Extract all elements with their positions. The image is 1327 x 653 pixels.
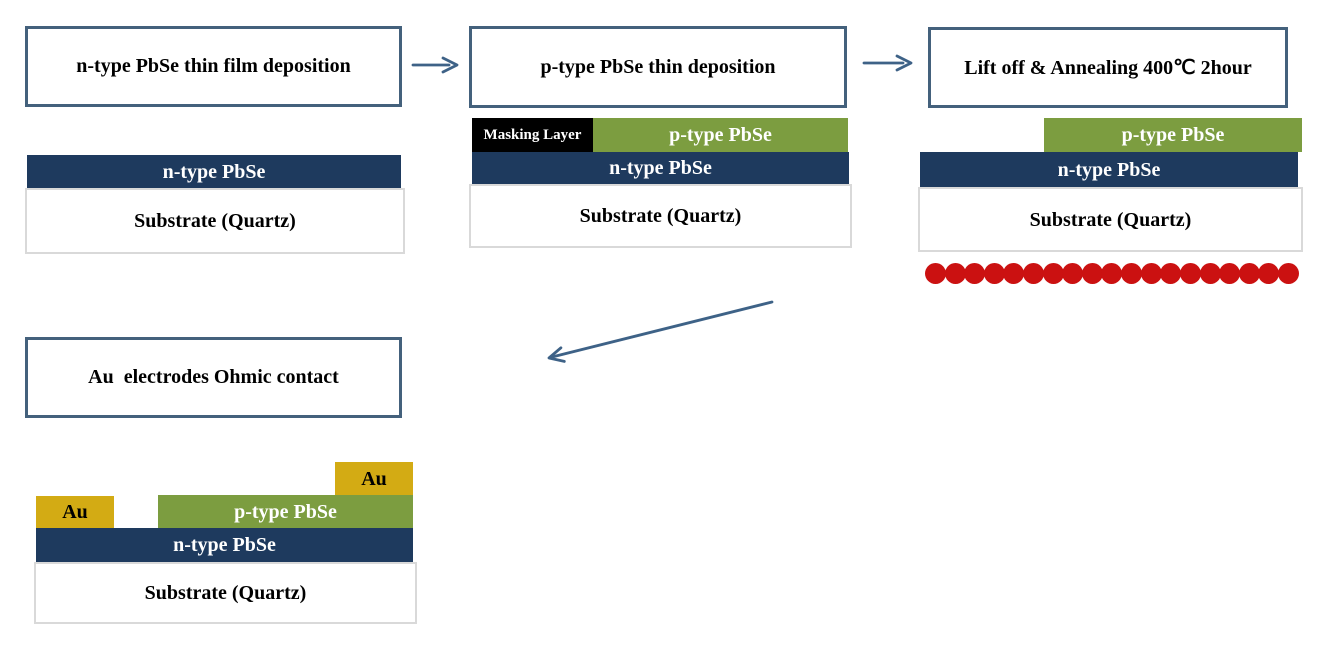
heat-dot [964,263,986,284]
heat-dot [1121,263,1143,284]
step2-masking-label: Masking Layer [483,126,582,143]
step3-ptype-layer: p-type PbSe [1044,118,1302,152]
step4-ptype-label: p-type PbSe [234,500,337,523]
heat-dot [1219,263,1241,284]
heat-dot [1238,263,1260,284]
step2-ntype-layer: n-type PbSe [472,152,849,184]
step3-title-box: Lift off & Annealing 400℃ 2hour [928,27,1288,108]
step4-au-left-electrode: Au [36,496,114,528]
step1-ntype-label: n-type PbSe [162,160,266,183]
heat-dot [944,263,966,284]
step2-ptype-label: p-type PbSe [669,124,772,146]
step2-title: p-type PbSe thin deposition [540,55,776,78]
step1-title-box: n-type PbSe thin film deposition [25,26,402,107]
step4-au-left-label: Au [62,501,88,523]
step1-substrate-label: Substrate (Quartz) [134,210,296,232]
step4-title-box: Au electrodes Ohmic contact [25,337,402,418]
step1-substrate-layer: Substrate (Quartz) [25,188,405,254]
step2-title-box: p-type PbSe thin deposition [469,26,847,108]
step1-ntype-layer: n-type PbSe [27,155,401,188]
arrow-step2-to-step3 [862,54,913,72]
heat-dots [925,263,1299,284]
heat-dot [1199,263,1221,284]
heat-dot [1179,263,1201,284]
heat-dot [1042,263,1064,284]
step4-title: Au electrodes Ohmic contact [88,366,339,388]
step3-ntype-layer: n-type PbSe [920,152,1298,187]
step3-title: Lift off & Annealing 400℃ 2hour [964,57,1252,79]
arrow-step3-to-step4 [547,300,774,363]
heat-dot [1081,263,1103,284]
heat-dot [1062,263,1084,284]
step2-ptype-layer: p-type PbSe [593,118,848,152]
heat-dot [1258,263,1280,284]
step3-substrate-label: Substrate (Quartz) [1029,208,1192,231]
step4-substrate-layer: Substrate (Quartz) [34,562,417,624]
heat-dot [1003,263,1025,284]
heat-dot [1101,263,1123,284]
step2-substrate-label: Substrate (Quartz) [579,205,742,227]
step4-ntype-label: n-type PbSe [173,534,276,556]
heat-dot [1277,263,1299,284]
heat-dot [925,263,946,284]
step3-ptype-label: p-type PbSe [1121,124,1225,146]
heat-dot [983,263,1005,284]
step3-ntype-label: n-type PbSe [1057,158,1161,181]
step4-ptype-layer: p-type PbSe [158,495,413,528]
step4-au-right-electrode: Au [335,462,413,496]
step2-substrate-layer: Substrate (Quartz) [469,184,852,248]
step3-substrate-layer: Substrate (Quartz) [918,187,1303,252]
arrow-step1-to-step2 [411,56,459,74]
step2-masking-layer: Masking Layer [472,118,593,152]
step4-substrate-label: Substrate (Quartz) [144,582,307,604]
step2-ntype-label: n-type PbSe [609,157,712,179]
heat-dot [1023,263,1045,284]
heat-dot [1140,263,1162,284]
step4-ntype-layer: n-type PbSe [36,528,413,562]
heat-dot [1160,263,1182,284]
step1-title: n-type PbSe thin film deposition [76,55,351,77]
step4-au-right-label: Au [361,468,387,490]
